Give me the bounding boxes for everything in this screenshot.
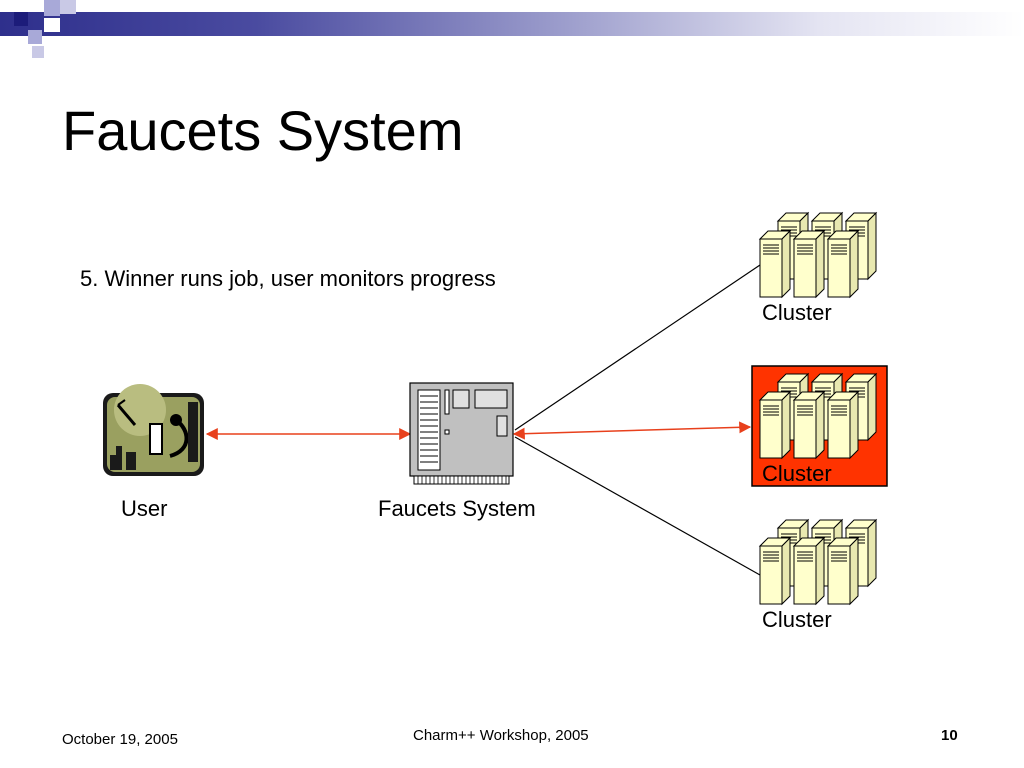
cluster-1-label: Cluster: [762, 300, 832, 325]
decor-square-light: [28, 30, 42, 44]
user-label: User: [121, 496, 168, 521]
connector-system-to-cluster-3: [514, 436, 761, 576]
connector-system-to-cluster-1: [514, 264, 761, 431]
connector-system-to-cluster-2: [512, 421, 752, 440]
slide-title: Faucets System: [62, 99, 464, 162]
cluster-3-icon: [760, 520, 876, 604]
decor-square-light: [32, 46, 44, 58]
decor-square-dark: [14, 12, 28, 26]
faucets-system-label: Faucets System: [378, 496, 536, 521]
user-icon: [103, 384, 204, 476]
decor-square-white: [44, 18, 60, 32]
header-decoration: [14, 0, 76, 58]
decor-square-light: [44, 0, 60, 16]
footer-date: October 19, 2005: [62, 731, 178, 748]
title-bar-gradient: [0, 12, 1024, 36]
cluster-2-label: Cluster: [762, 461, 832, 486]
slide-number: 10: [941, 727, 958, 744]
footer-event: Charm++ Workshop, 2005: [413, 727, 589, 744]
server-computer-icon: [409, 382, 514, 485]
decor-square-light: [60, 0, 76, 14]
cluster-3-label: Cluster: [762, 607, 832, 632]
cluster-1-icon: [760, 213, 876, 297]
step-description: 5. Winner runs job, user monitors progre…: [80, 266, 496, 291]
